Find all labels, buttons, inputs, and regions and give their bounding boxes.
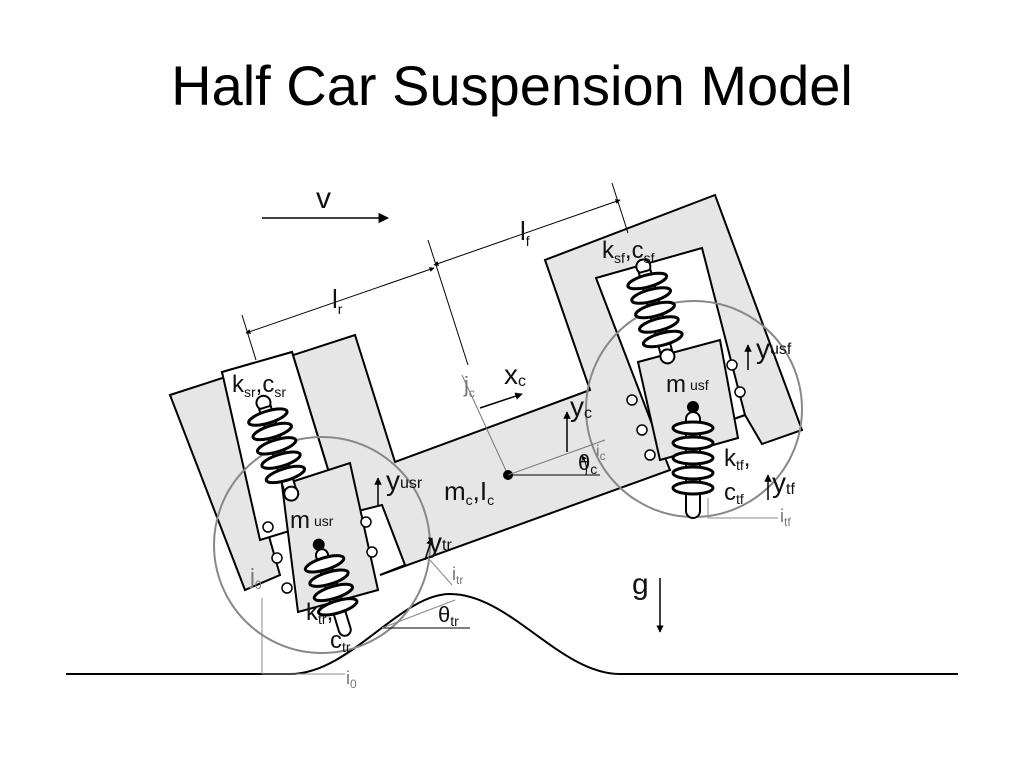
rear-suspension-spring (247, 394, 307, 502)
rear-tire-spring (303, 538, 359, 637)
label-ktr: ktr, (306, 599, 333, 627)
displacement-arrows (374, 344, 772, 561)
label-thetatr: θtr (438, 602, 459, 629)
label-ctr: ctr (330, 627, 351, 655)
label-yc: yc (570, 391, 592, 422)
label-mc-ic: mc,Ic (444, 476, 494, 508)
reference-frames (261, 498, 778, 675)
label-yusr: yusr (386, 465, 423, 496)
label-ksf-csf: ksf,csf (602, 237, 655, 266)
label-j0: j0 (249, 564, 262, 592)
body-coordinate-frame (461, 374, 606, 480)
slide-title: Half Car Suspension Model (171, 54, 853, 117)
label-xc: xc (504, 359, 526, 390)
rear-unsprung-mass (262, 461, 380, 614)
label-lr: lr (332, 284, 343, 317)
label-i0: i0 (346, 668, 357, 691)
label-yusf: yusf (756, 333, 792, 364)
label-ktf: ktf, (724, 445, 750, 473)
dimension-lines (241, 182, 629, 366)
label-ytf: ytf (772, 467, 795, 498)
label-itf: itf (780, 506, 791, 529)
label-ic: ic (596, 443, 606, 463)
front-suspension-spring (626, 258, 684, 365)
label-itr: itr (452, 564, 463, 587)
label-g: g (632, 568, 649, 601)
road-surface (66, 592, 958, 675)
label-thetac: θc (578, 450, 597, 477)
label-jc: jc (463, 372, 475, 400)
label-ksr-csr: ksr,csr (232, 371, 286, 400)
front-tire-spring (671, 401, 715, 519)
label-ytr: ytr (428, 527, 452, 558)
label-lf: lf (520, 216, 530, 249)
label-v: v (316, 182, 331, 215)
label-ctf: ctf (724, 479, 744, 507)
